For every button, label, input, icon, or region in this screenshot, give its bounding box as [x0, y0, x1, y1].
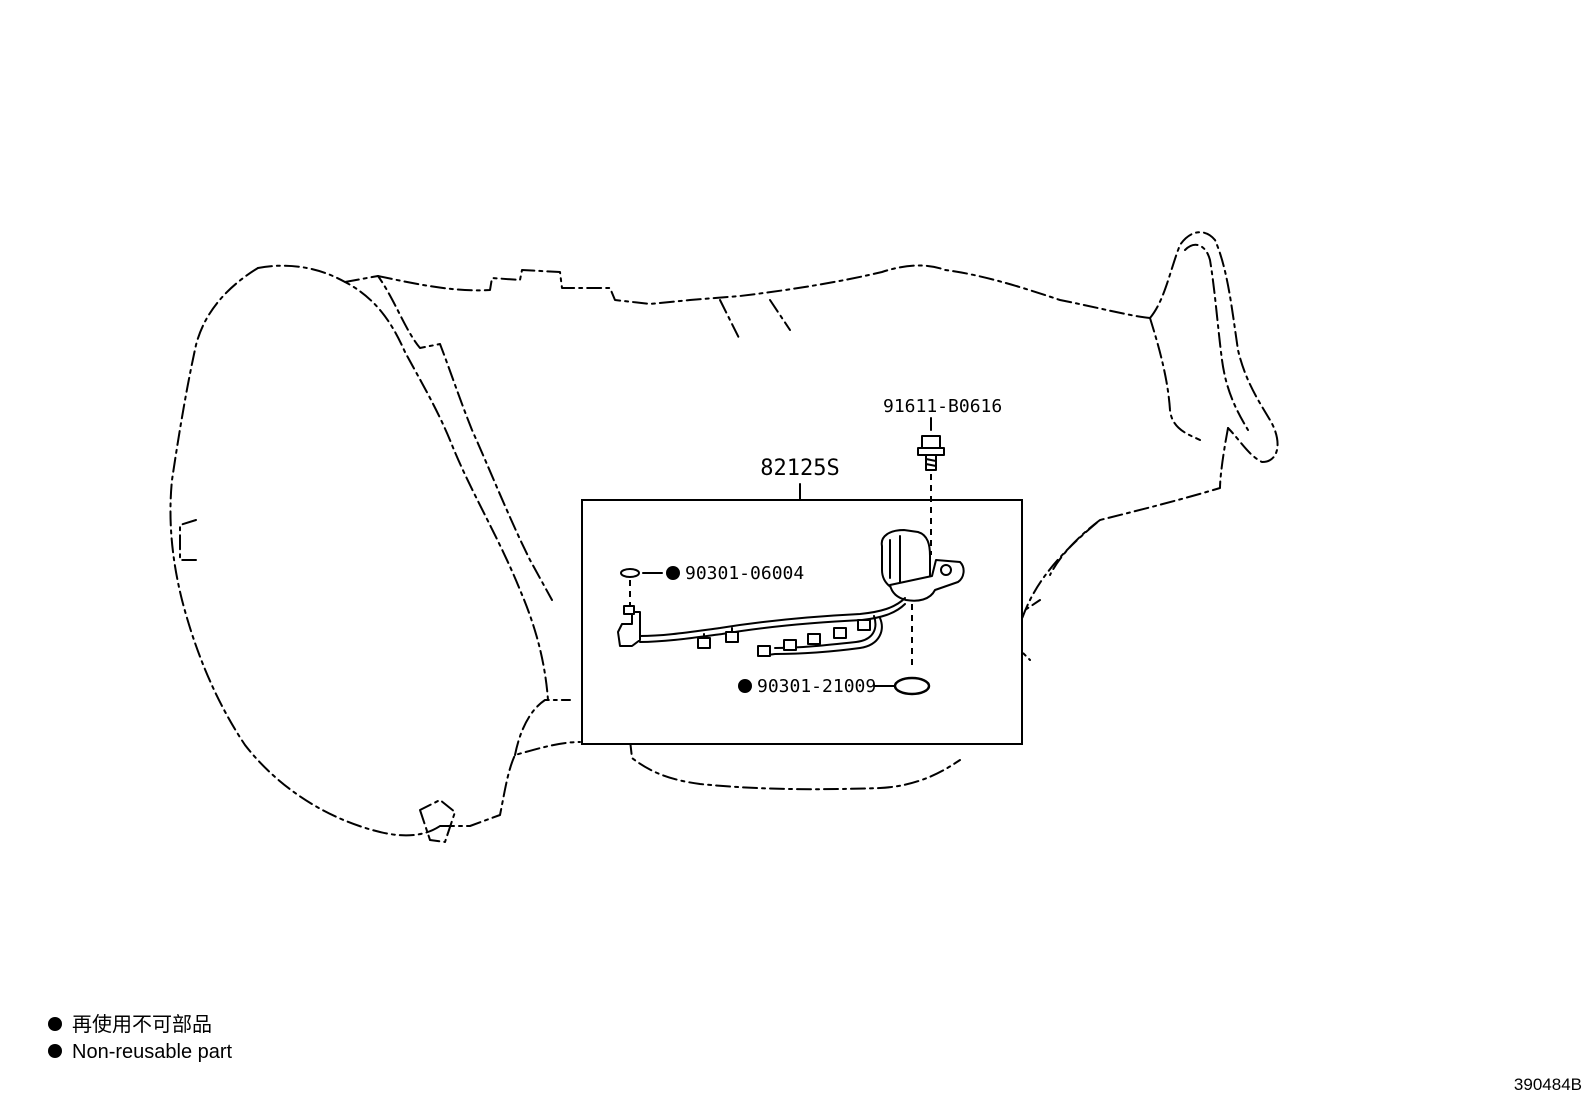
kit-boundary-box: [581, 483, 1023, 745]
legend-english: Non-reusable part: [72, 1041, 233, 1063]
bolt-icon: [917, 417, 945, 555]
o-ring-part-number: 90301-21009: [757, 676, 876, 697]
non-reusable-marker-icon: [738, 679, 752, 693]
o-ring-icon: [873, 676, 931, 696]
connector-plug-5: [807, 633, 821, 645]
connector-plug-7: [857, 619, 871, 631]
legend-marker-icon: [48, 1044, 62, 1058]
kit-part-number: 82125S: [760, 456, 839, 481]
connector-plug-6: [833, 627, 847, 639]
legend-marker-icon: [48, 1017, 62, 1031]
connector-plug-3: [757, 645, 771, 657]
sensor-connector-icon: [880, 529, 965, 668]
illustration-reference: 390484B: [1514, 1075, 1582, 1094]
legend-japanese: 再使用不可部品: [72, 1013, 212, 1036]
transmission-outline: [169, 231, 1279, 843]
non-reusable-marker-icon: [666, 566, 680, 580]
legend: 再使用不可部品 Non-reusable part: [48, 1013, 233, 1063]
connector-plug-4: [783, 639, 797, 651]
connector-plug-1: [697, 637, 711, 649]
wire-harness-icon: [617, 597, 906, 657]
small-gasket-icon: [620, 568, 663, 606]
connector-plug-2: [725, 631, 739, 643]
small-gasket-part-number: 90301-06004: [685, 563, 804, 584]
bolt-part-number: 91611-B0616: [883, 396, 1002, 417]
